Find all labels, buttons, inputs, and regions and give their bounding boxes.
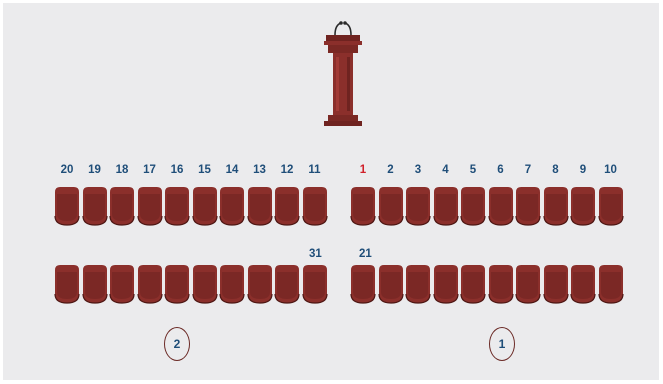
seat-left-row2-10[interactable] bbox=[302, 264, 328, 304]
seat-right-row1-9[interactable] bbox=[570, 186, 596, 226]
seat-right-row2-1[interactable] bbox=[350, 264, 376, 304]
seat-right-row2-3[interactable] bbox=[405, 264, 431, 304]
row-number: 21 bbox=[359, 248, 372, 260]
seat-right-row1-10[interactable] bbox=[598, 186, 624, 226]
seat-left-row2-6[interactable] bbox=[192, 264, 218, 304]
seat-right-row2-6[interactable] bbox=[488, 264, 514, 304]
seat-right-row1-4[interactable] bbox=[433, 186, 459, 226]
seat-number: 6 bbox=[488, 164, 514, 176]
seat-right-row2-8[interactable] bbox=[543, 264, 569, 304]
podium-icon bbox=[321, 21, 365, 129]
seat-number: 4 bbox=[433, 164, 459, 176]
seat-left-row1-18[interactable] bbox=[109, 186, 135, 226]
seat-number: 5 bbox=[460, 164, 486, 176]
seat-left-row2-3[interactable] bbox=[109, 264, 135, 304]
seat-left-row2-9[interactable] bbox=[274, 264, 300, 304]
seat-right-row1-6[interactable] bbox=[488, 186, 514, 226]
seat-right-row1-5[interactable] bbox=[460, 186, 486, 226]
seat-number: 8 bbox=[543, 164, 569, 176]
seat-left-row1-19[interactable] bbox=[82, 186, 108, 226]
group-badge-1: 1 bbox=[489, 327, 515, 361]
seat-right-row1-8[interactable] bbox=[543, 186, 569, 226]
seat-number: 13 bbox=[247, 164, 273, 176]
seat-number: 17 bbox=[137, 164, 163, 176]
seat-right-row2-10[interactable] bbox=[598, 264, 624, 304]
seat-left-row1-15[interactable] bbox=[192, 186, 218, 226]
seat-right-row2-5[interactable] bbox=[460, 264, 486, 304]
seat-number: 3 bbox=[405, 164, 431, 176]
group-badge-2: 2 bbox=[164, 327, 190, 361]
row-number: 31 bbox=[309, 248, 322, 260]
seat-number: 1 bbox=[350, 164, 376, 176]
seat-number: 18 bbox=[109, 164, 135, 176]
seat-number: 20 bbox=[54, 164, 80, 176]
seat-number: 14 bbox=[219, 164, 245, 176]
seat-number: 10 bbox=[598, 164, 624, 176]
seat-left-row2-8[interactable] bbox=[247, 264, 273, 304]
seat-number: 19 bbox=[82, 164, 108, 176]
seat-number: 2 bbox=[378, 164, 404, 176]
seat-right-row1-2[interactable] bbox=[378, 186, 404, 226]
seat-left-row2-5[interactable] bbox=[164, 264, 190, 304]
seat-number: 16 bbox=[164, 164, 190, 176]
seat-number: 11 bbox=[302, 164, 328, 176]
seat-right-row2-2[interactable] bbox=[378, 264, 404, 304]
seat-right-row2-4[interactable] bbox=[433, 264, 459, 304]
seat-left-row1-13[interactable] bbox=[247, 186, 273, 226]
seat-left-row2-1[interactable] bbox=[54, 264, 80, 304]
seat-right-row2-9[interactable] bbox=[570, 264, 596, 304]
seat-left-row2-2[interactable] bbox=[82, 264, 108, 304]
seat-number: 12 bbox=[274, 164, 300, 176]
seat-left-row2-7[interactable] bbox=[219, 264, 245, 304]
seat-right-row1-1[interactable] bbox=[350, 186, 376, 226]
seat-right-row1-7[interactable] bbox=[515, 186, 541, 226]
seat-number: 7 bbox=[515, 164, 541, 176]
seat-right-row1-3[interactable] bbox=[405, 186, 431, 226]
seat-left-row1-20[interactable] bbox=[54, 186, 80, 226]
seat-left-row1-16[interactable] bbox=[164, 186, 190, 226]
seat-right-row2-7[interactable] bbox=[515, 264, 541, 304]
seat-left-row2-4[interactable] bbox=[137, 264, 163, 304]
seat-left-row1-14[interactable] bbox=[219, 186, 245, 226]
seat-number: 9 bbox=[570, 164, 596, 176]
seat-number: 15 bbox=[192, 164, 218, 176]
seat-left-row1-11[interactable] bbox=[302, 186, 328, 226]
seat-left-row1-17[interactable] bbox=[137, 186, 163, 226]
seat-left-row1-12[interactable] bbox=[274, 186, 300, 226]
